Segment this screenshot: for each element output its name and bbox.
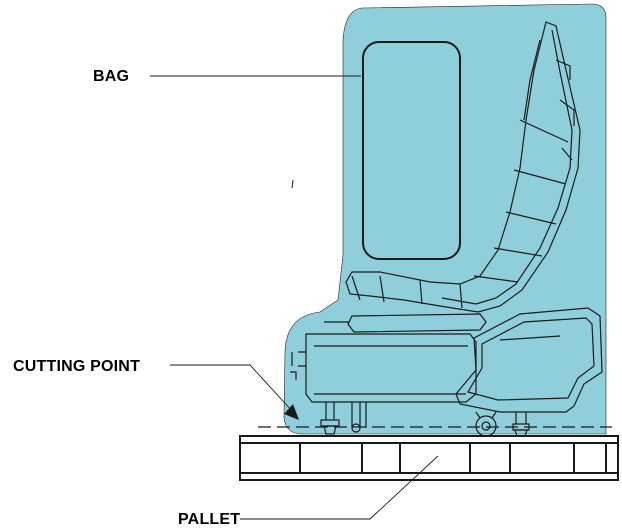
- seat-base: [290, 333, 477, 403]
- pedal-module: [455, 307, 603, 413]
- pallet-leader-line: [240, 455, 439, 520]
- seat-cushion: [324, 313, 487, 333]
- seat-backrest: [345, 21, 581, 313]
- pallet-label: PALLET: [178, 511, 241, 528]
- stray-mark: [291, 179, 294, 189]
- pallet: [239, 435, 619, 481]
- bag-label: BAG: [93, 68, 130, 85]
- cutting-point-leader-line: [170, 364, 294, 413]
- bag-shape: [283, 3, 607, 435]
- bag-window: [362, 41, 461, 260]
- cutting-point-arrowhead: [284, 404, 299, 420]
- cutting-point-label: CUTTING POINT: [13, 358, 141, 375]
